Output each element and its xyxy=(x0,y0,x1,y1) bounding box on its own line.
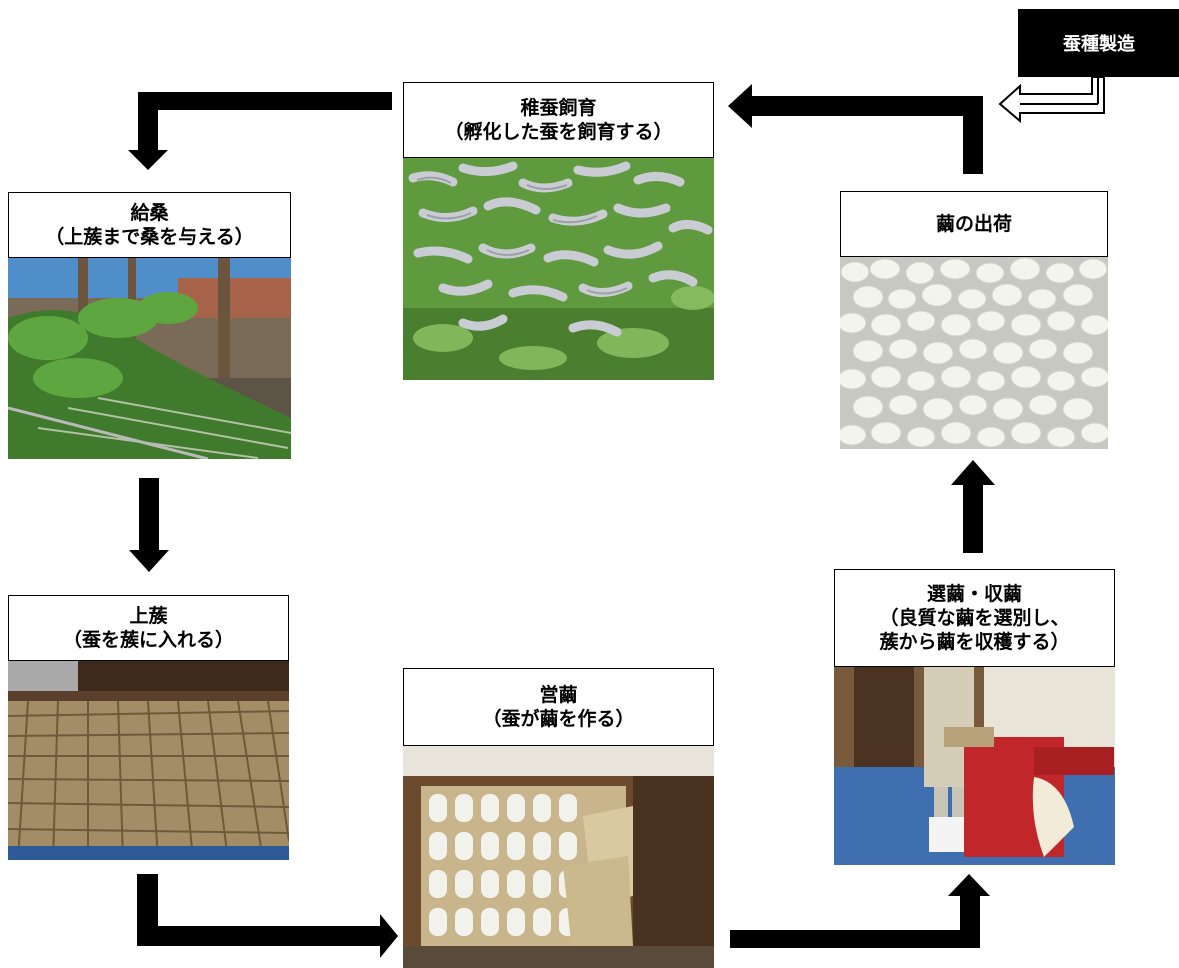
arrow-mounting-to-cocooning xyxy=(137,874,398,958)
step-label: 選繭・収繭 （良質な繭を選別し、 蔟から繭を収穫する） xyxy=(834,569,1115,667)
mounting-frames-photo xyxy=(8,661,289,860)
step-label: 稚蚕飼育 （孵化した蚕を飼育する） xyxy=(403,82,714,158)
silkworm-egg-production-box: 蚕種製造 xyxy=(1018,9,1179,77)
step-label: 繭の出荷 xyxy=(840,191,1108,257)
step-subtitle: （蚕が繭を作る） xyxy=(482,708,635,730)
arrow-shipping-to-rearing xyxy=(728,84,983,174)
step-cocoon-shipping: 繭の出荷 xyxy=(840,191,1108,449)
step-title: 給桑 xyxy=(130,201,169,224)
step-young-silkworm-rearing: 稚蚕飼育 （孵化した蚕を飼育する） xyxy=(403,82,714,380)
step-title: 選繭・収繭 xyxy=(926,582,1022,605)
step-title: 営繭 xyxy=(539,683,578,706)
step-title: 稚蚕飼育 xyxy=(520,96,597,119)
arrow-cocooning-to-selection xyxy=(730,874,990,948)
step-label: 営繭 （蚕が繭を作る） xyxy=(403,668,714,746)
step-mounting: 上蔟 （蚕を蔟に入れる） xyxy=(8,595,289,860)
step-cocoon-spinning: 営繭 （蚕が繭を作る） xyxy=(403,668,714,968)
arrow-selection-to-shipping xyxy=(951,460,995,553)
seed-box-label: 蚕種製造 xyxy=(1063,34,1135,55)
step-title: 上蔟 xyxy=(129,604,168,627)
harvest-machine-photo xyxy=(834,667,1115,865)
step-subtitle: （上蔟まで桑を与える） xyxy=(45,226,254,248)
step-label: 上蔟 （蚕を蔟に入れる） xyxy=(8,595,289,661)
step-subtitle: （孵化した蚕を飼育する） xyxy=(444,121,673,143)
step-title: 繭の出荷 xyxy=(935,212,1012,235)
shipping-cocoons-photo xyxy=(840,257,1108,449)
step-subtitle-line-2: 蔟から繭を収穫する） xyxy=(879,631,1070,654)
mulberry-feeding-photo xyxy=(8,258,291,459)
step-subtitle: （蚕を蔟に入れる） xyxy=(62,629,234,651)
arrow-feeding-to-mounting xyxy=(129,478,169,572)
seed-arrow-icon xyxy=(998,76,1105,124)
step-subtitle-line-1: （良質な繭を選別し、 xyxy=(879,606,1070,629)
step-cocoon-selection-harvest: 選繭・収繭 （良質な繭を選別し、 蔟から繭を収穫する） xyxy=(834,569,1115,865)
step-label: 給桑 （上蔟まで桑を与える） xyxy=(8,192,291,258)
arrow-rearing-to-feeding xyxy=(128,92,392,170)
silkworms-photo xyxy=(403,158,714,380)
cocoon-spinning-photo xyxy=(403,746,714,968)
step-mulberry-feeding: 給桑 （上蔟まで桑を与える） xyxy=(8,192,291,459)
